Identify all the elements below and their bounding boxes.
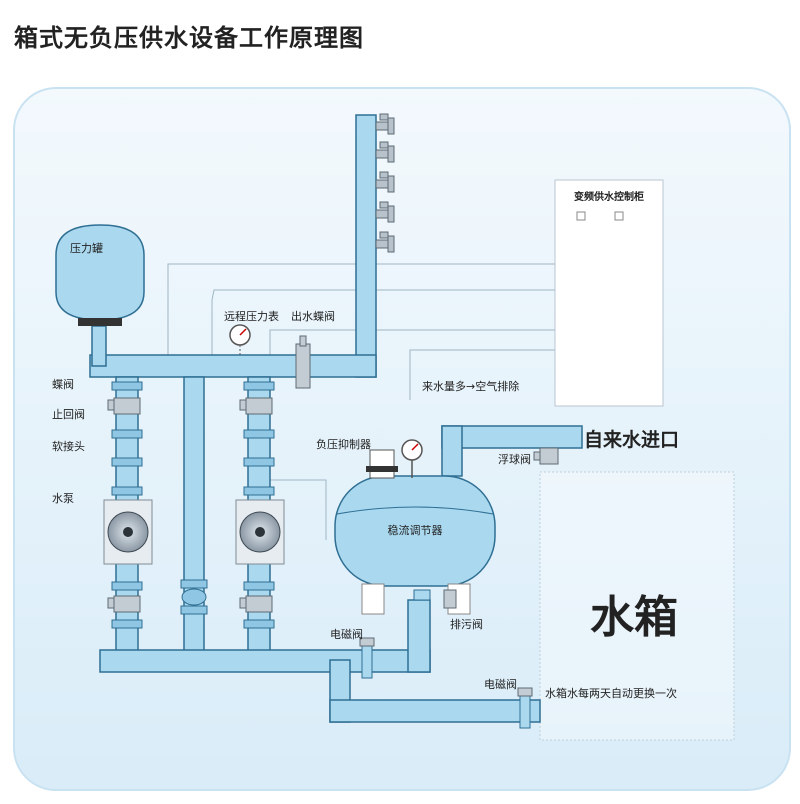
suction-riser-pipe [407, 599, 431, 673]
label-tap-water-inlet: 自来水进口 [584, 428, 679, 451]
inlet-pipe-vertical [441, 425, 463, 477]
label-pressure-tank: 压力罐 [70, 242, 103, 255]
label-solenoid-valve-1: 电磁阀 [330, 627, 363, 641]
header-pipe [89, 354, 377, 378]
diagram-title: 箱式无负压供水设备工作原理图 [14, 24, 364, 52]
drain-valve-body [443, 589, 457, 609]
pipe-network [89, 114, 583, 723]
cabinet-indicator-left [576, 211, 586, 221]
inlet-pipe-horizontal [441, 425, 583, 449]
label-check-valve: 止回阀 [52, 407, 85, 421]
control-cabinet [554, 179, 664, 407]
pump-1 [103, 499, 153, 565]
outlet-taps [375, 113, 395, 253]
label-tank-note: 水箱水每两天自动更换一次 [545, 686, 677, 700]
label-control-cabinet: 变频供水控制柜 [574, 190, 644, 203]
cabinet-indicator-right [614, 211, 624, 221]
label-drain-valve: 排污阀 [450, 617, 483, 631]
solenoid-valve-1-body [359, 637, 375, 679]
label-water-pump: 水泵 [52, 492, 74, 505]
label-remote-gauge: 远程压力表 [224, 309, 279, 323]
label-butterfly-valve: 蝶阀 [52, 377, 74, 391]
remote-pressure-gauge [229, 324, 251, 355]
riser-pipe [355, 114, 377, 378]
column-flanges [111, 381, 275, 629]
label-float-valve: 浮球阀 [498, 452, 531, 466]
pump-2 [235, 499, 285, 565]
tank-stem-pipe [91, 325, 107, 367]
label-water-tank: 水箱 [590, 592, 678, 643]
bypass-pipe [183, 376, 205, 658]
label-outlet-butterfly-valve: 出水蝶阀 [291, 309, 335, 323]
suction-pipe [99, 649, 431, 673]
water-tank [539, 471, 735, 741]
solenoid-valve-2-body [517, 687, 533, 729]
label-stabilizer: 稳流调节器 [388, 523, 443, 537]
float-valve [533, 447, 559, 465]
outlet-valve-body [295, 343, 311, 389]
column-valves [107, 335, 311, 613]
label-solenoid-valve-2: 电磁阀 [484, 677, 517, 691]
label-soft-joint: 软接头 [52, 439, 85, 453]
pressure-tank [55, 224, 145, 326]
label-air-release: 来水量多→空气排除 [422, 379, 519, 393]
label-negative-pressure-suppressor: 负压抑制器 [316, 437, 371, 451]
suppressor-device [369, 449, 395, 479]
tank-branch-pipe [329, 699, 541, 723]
stabilizer-vessel [334, 439, 496, 615]
